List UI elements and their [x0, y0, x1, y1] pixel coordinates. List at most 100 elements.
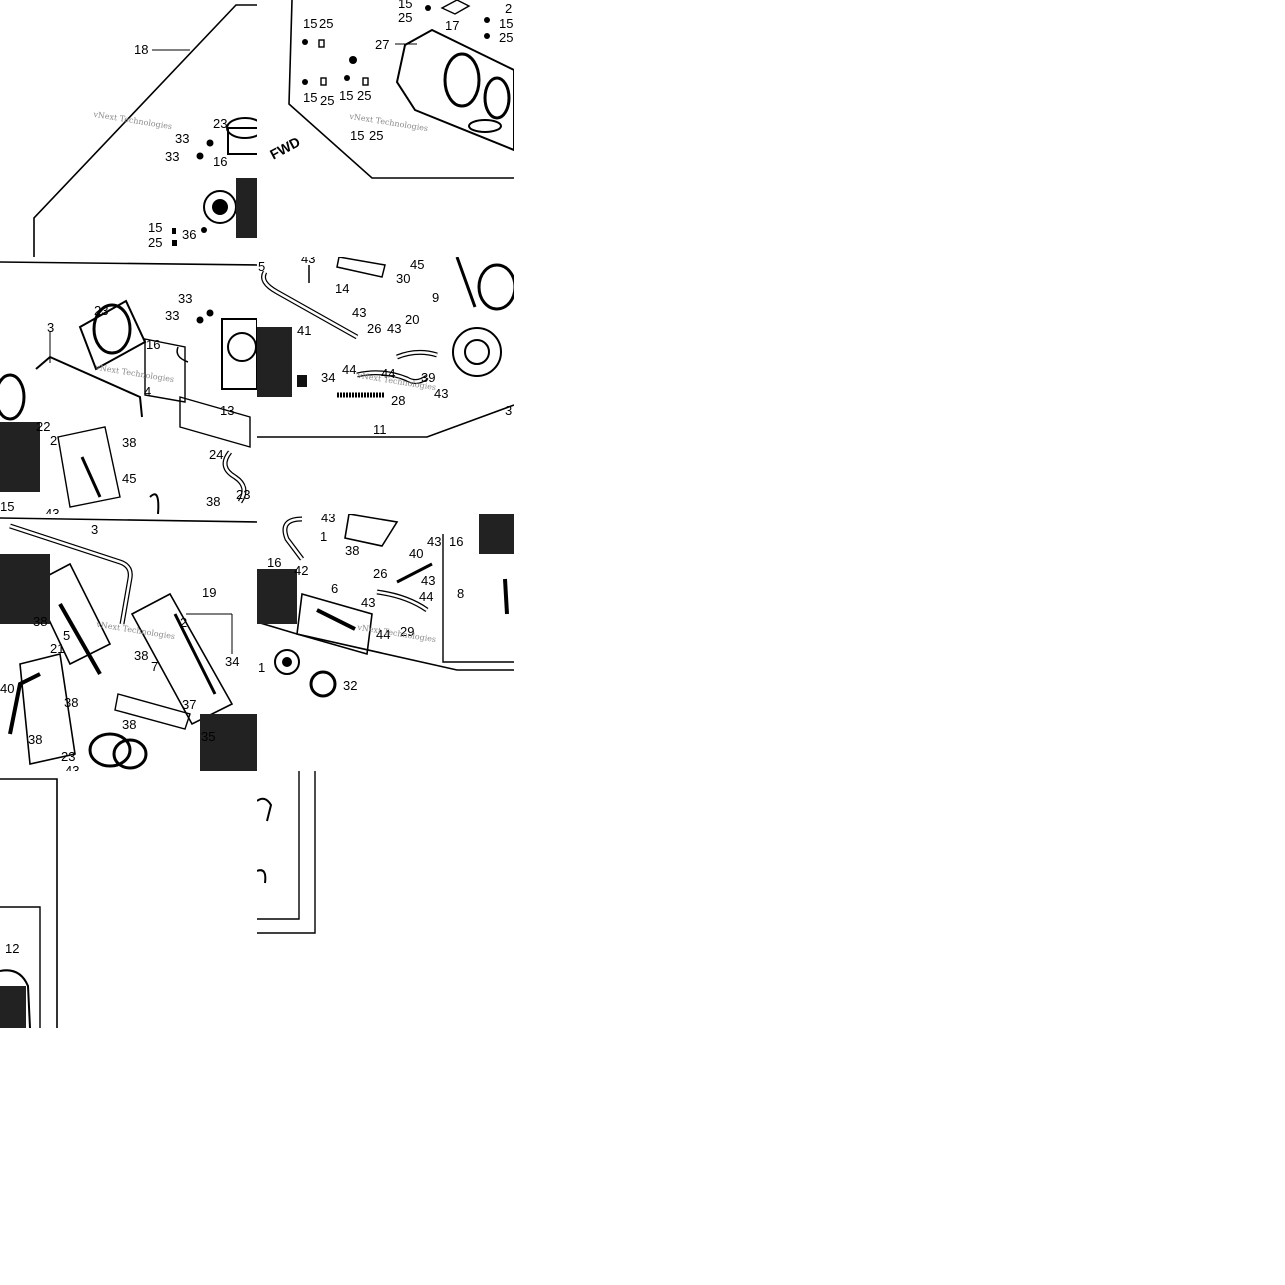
- callout-label: 15: [398, 0, 413, 11]
- callout-label: 43: [361, 595, 376, 610]
- callout-label: 38: [64, 695, 79, 710]
- callout-label: 45: [410, 257, 425, 272]
- diagram-tile-middle-center: 5 43 14 45 30 41 43 26 43 9 20 44 44 34 …: [257, 257, 514, 514]
- callout-label: 39: [421, 370, 436, 385]
- callout-label: 1: [320, 529, 328, 544]
- callout-label: 26: [373, 566, 388, 581]
- callout-label: 37: [182, 697, 197, 712]
- callout-label: 25: [148, 235, 163, 250]
- callout-label: 5: [63, 628, 71, 643]
- callout-label: 2: [180, 615, 188, 630]
- callout-label: 38: [33, 614, 48, 629]
- carburetor-sketch: [33, 4, 257, 257]
- callout-label: 15: [303, 16, 318, 31]
- callout-label: 5: [258, 259, 266, 274]
- callout-label: 27: [375, 37, 390, 52]
- choke-linkage-sketch: [257, 514, 514, 698]
- callout-label: 25: [319, 16, 334, 31]
- callout-label: 36: [182, 227, 197, 242]
- diagram-tile-lower-center: 43 1 38 40 43 16 16 42 26 43 6 43 44 8 2…: [257, 514, 514, 771]
- callout-label: 3: [47, 320, 55, 335]
- callout-label: 23: [61, 749, 76, 764]
- callout-label: 43: [45, 506, 60, 514]
- callout-label: 38: [122, 717, 137, 732]
- throttle-linkage-sketch: [0, 517, 257, 771]
- callout-label: 16: [213, 154, 228, 169]
- diagram-tile-lower-left: 3 19 2 38 5 21 38 34 40 7 37 38 35 38 38…: [0, 514, 257, 771]
- callout-label: 38: [28, 732, 43, 747]
- callout-label: 33: [175, 131, 190, 146]
- callout-label: 33: [165, 308, 180, 323]
- callout-label: 4: [144, 384, 152, 399]
- callout-label: 15: [339, 88, 354, 103]
- callout-label: 40: [0, 681, 15, 696]
- callout-label: 29: [400, 624, 415, 639]
- callout-label: 3: [505, 403, 513, 418]
- callout-label: 25: [320, 93, 335, 108]
- callout-label: 19: [202, 585, 217, 600]
- callout-label: 43: [301, 257, 316, 266]
- callout-label: 42: [294, 563, 309, 578]
- diagram-tile-top-center: 15 25 25 15 17 2 15 25 27 15 25 15 25 15…: [257, 0, 514, 257]
- callout-label: 25: [499, 30, 514, 45]
- callout-label: 15: [0, 499, 15, 514]
- callout-label: 43: [427, 534, 442, 549]
- callout-label: 38: [345, 543, 360, 558]
- callout-label: 43: [321, 514, 336, 525]
- callout-label: 2: [50, 433, 58, 448]
- callout-label: 23: [213, 116, 228, 131]
- callout-label: 32: [343, 678, 358, 693]
- callout-label: 26: [367, 321, 382, 336]
- callout-label: 15: [148, 220, 163, 235]
- frame-edge-sketch: [257, 771, 316, 934]
- callout-label: 35: [201, 729, 216, 744]
- callout-label: 17: [445, 18, 460, 33]
- callout-label: 21: [50, 641, 65, 656]
- callout-label: 25: [369, 128, 384, 143]
- callout-label: 12: [5, 941, 20, 956]
- diagram-tile-bottom-center: [257, 771, 514, 1028]
- linkage-sketch: [0, 261, 257, 514]
- callout-label: 43: [387, 321, 402, 336]
- callout-label: 16: [267, 555, 282, 570]
- callout-label: 43: [65, 763, 80, 771]
- callout-label: 33: [178, 291, 193, 306]
- diagram-tile-bottom-left: 12: [0, 771, 257, 1028]
- callout-label: 22: [36, 419, 51, 434]
- callout-label: 24: [209, 447, 224, 462]
- callout-label: 16: [146, 337, 161, 352]
- callout-label: 15: [350, 128, 365, 143]
- callout-label: 45: [122, 471, 137, 486]
- callout-label: 14: [335, 281, 350, 296]
- callout-label: 2: [505, 1, 513, 16]
- callout-label: 13: [220, 403, 235, 418]
- diagram-tile-middle-left: 23 33 33 3 16 4 13 22 2 38 24 45 38 23 1…: [0, 257, 257, 514]
- callout-label: 38: [134, 648, 149, 663]
- callout-label: 43: [421, 573, 436, 588]
- callout-label: 6: [331, 581, 339, 596]
- callout-label: 25: [398, 10, 413, 25]
- callout-label: 23: [94, 303, 109, 318]
- callout-label: 15: [303, 90, 318, 105]
- callout-label: 40: [409, 546, 424, 561]
- callout-label: 30: [396, 271, 411, 286]
- callout-label: 3: [91, 522, 99, 537]
- callout-label: 38: [122, 435, 137, 450]
- callout-label: 33: [165, 149, 180, 164]
- callout-label: 38: [206, 494, 221, 509]
- frame-corner-sketch: [0, 778, 58, 1028]
- callout-label: 41: [297, 323, 312, 338]
- callout-label: 7: [151, 659, 159, 674]
- callout-label: 34: [321, 370, 336, 385]
- callout-label: 11: [373, 422, 387, 437]
- callout-label: 15: [499, 16, 514, 31]
- carburetor-body-sketch: [288, 0, 514, 179]
- callout-label: 44: [376, 627, 391, 642]
- callout-label: 44: [419, 589, 434, 604]
- callout-label: 44: [342, 362, 357, 377]
- callout-label: 1: [258, 660, 266, 675]
- callout-label: 43: [434, 386, 449, 401]
- diagram-tile-top-left: 18 23 33 33 16 15 25 36 vNext Technologi…: [0, 0, 257, 257]
- hose-sketch: [257, 257, 514, 438]
- callout-label: 44: [381, 366, 396, 381]
